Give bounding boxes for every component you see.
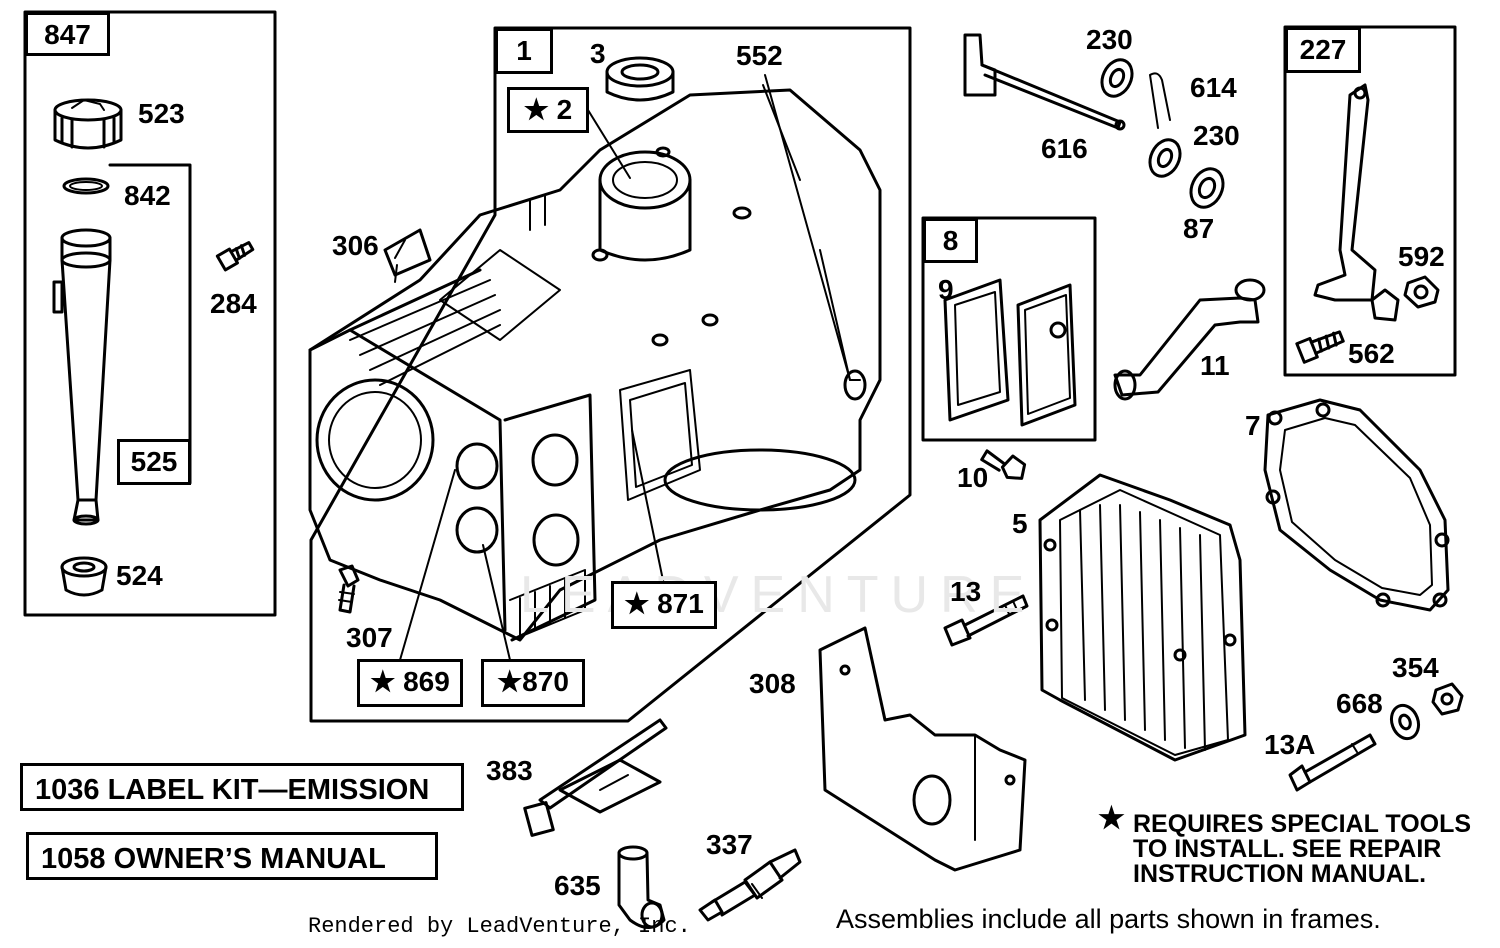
part-525-label: 525 xyxy=(117,439,191,485)
breather-tube-icon xyxy=(1113,278,1266,401)
oil-cap-icon xyxy=(53,98,123,150)
o-ring-icon xyxy=(62,177,110,195)
dipstick-tube-icon xyxy=(52,228,112,526)
shield-plate-icon xyxy=(818,626,1027,872)
special-tools-note-line2: TO INSTALL. SEE REPAIR xyxy=(1133,835,1442,863)
special-tools-star: ★ xyxy=(1098,802,1125,835)
stud-icon xyxy=(1288,733,1377,792)
connector-icon xyxy=(617,845,666,929)
part-552-label: 552 xyxy=(736,40,783,71)
part-523-label: 523 xyxy=(138,98,185,129)
part-871-label: ★ 871 xyxy=(611,581,717,629)
governor-lever-icon xyxy=(1313,83,1400,322)
part-3-label: 3 xyxy=(590,38,606,69)
tool-icon xyxy=(523,718,668,837)
part-13-label: 13 xyxy=(950,576,982,607)
part-9-label: 9 xyxy=(938,274,954,305)
part-842-label: 842 xyxy=(124,180,171,211)
frame-8 xyxy=(921,216,1097,442)
part-284-label: 284 xyxy=(210,288,257,319)
frame-842 xyxy=(108,163,192,485)
part-616-label: 616 xyxy=(1041,133,1088,164)
screw-icon xyxy=(980,449,1027,480)
part-524-label: 524 xyxy=(116,560,163,591)
engine-block-icon xyxy=(308,88,882,642)
part-337-label: 337 xyxy=(706,829,753,860)
part-5-label: 5 xyxy=(1012,508,1028,539)
part-230-label: 230 xyxy=(1086,24,1133,55)
part-847-label: 847 xyxy=(25,12,110,56)
render-credit: Rendered by LeadVenture, Inc. xyxy=(308,914,691,939)
part-869-label: ★ 869 xyxy=(357,659,463,707)
part-227-label: 227 xyxy=(1285,27,1361,73)
assemblies-note: Assemblies include all parts shown in fr… xyxy=(836,904,1381,934)
part-7-label: 7 xyxy=(1245,410,1261,441)
watermark: LEADVENTURE xyxy=(520,566,1037,624)
part-635-label: 635 xyxy=(554,870,601,901)
owners-manual-box: 1058 OWNER’S MANUAL xyxy=(26,832,438,880)
cylinder-head-icon xyxy=(1038,473,1247,762)
part-308-label: 308 xyxy=(749,668,796,699)
bolt-icon xyxy=(338,564,360,614)
washer-icon xyxy=(1148,138,1182,178)
part-8-label: 8 xyxy=(923,218,978,263)
hairpin-clip-icon xyxy=(1149,72,1171,129)
part-307-label: 307 xyxy=(346,622,393,653)
head-gasket-icon xyxy=(1263,398,1450,612)
special-tools-note-line3: INSTRUCTION MANUAL. xyxy=(1133,860,1427,888)
part-870-label: ★870 xyxy=(481,659,585,707)
part-354-label: 354 xyxy=(1392,652,1439,683)
part-10-label: 10 xyxy=(957,462,989,493)
part-668-label: 668 xyxy=(1336,688,1383,719)
part-383-label: 383 xyxy=(486,755,533,786)
screw-icon xyxy=(215,241,255,272)
part-2-label: ★ 2 xyxy=(507,87,589,133)
spark-plug-icon xyxy=(698,848,802,922)
part-11-label: 11 xyxy=(1200,350,1230,381)
breather-cover-icon xyxy=(1016,283,1077,427)
nut-icon xyxy=(1403,275,1440,309)
frame-847 xyxy=(23,10,277,617)
frame-1 xyxy=(309,26,912,723)
plug-icon xyxy=(60,556,108,597)
part-87-label: 87 xyxy=(1183,213,1215,244)
washer-icon xyxy=(1189,167,1225,209)
special-tools-note-line1: REQUIRES SPECIAL TOOLS xyxy=(1133,810,1472,838)
washer-icon xyxy=(1389,703,1421,741)
nut-icon xyxy=(1431,682,1464,716)
part-614-label: 614 xyxy=(1190,72,1237,103)
gasket-icon xyxy=(943,278,1010,422)
governor-shaft-icon xyxy=(963,33,1126,131)
part-13a-label: 13A xyxy=(1264,729,1316,760)
part-1-label: 1 xyxy=(495,28,553,74)
part-592-label: 592 xyxy=(1398,241,1445,272)
part-306-label: 306 xyxy=(332,230,379,261)
label-kit-box: 1036 LABEL KIT—EMISSION xyxy=(20,763,464,811)
part-230-label: 230 xyxy=(1193,120,1240,151)
oil-seal-icon xyxy=(605,56,675,102)
part-562-label: 562 xyxy=(1348,338,1395,369)
frame-227 xyxy=(1283,25,1457,377)
screw-icon xyxy=(1295,330,1345,364)
washer-icon xyxy=(1100,58,1134,98)
head-bolt-icon xyxy=(943,594,1029,647)
